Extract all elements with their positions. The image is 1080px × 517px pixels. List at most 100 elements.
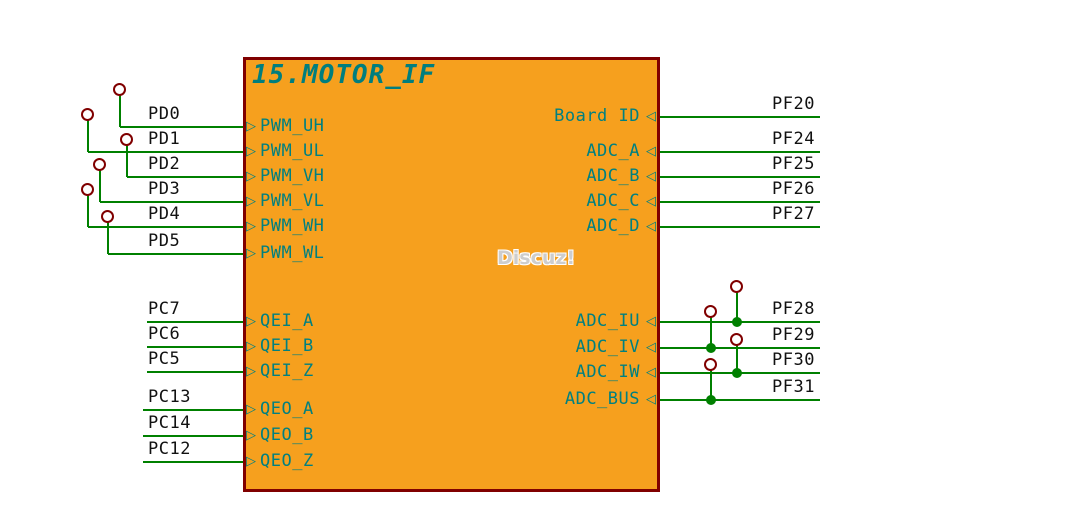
pin-label-adc-iv: ADC_IV [575, 337, 640, 357]
net-label-pf20: PF20 [772, 94, 815, 114]
wire-pc13 [143, 409, 243, 411]
pin-label-adc-b: ADC_B [586, 166, 640, 186]
junction-dot [732, 317, 742, 327]
net-label-pc5: PC5 [148, 349, 181, 369]
pin-label-pwm-wh: PWM_WH [260, 216, 325, 236]
pin-triangle-icon: ◁ [646, 169, 656, 184]
wire-pc6 [147, 346, 243, 348]
connector-circle-pd5 [101, 210, 114, 223]
net-label-pd3: PD3 [148, 179, 181, 199]
wire-pc5 [147, 371, 243, 373]
pin-triangle-icon: ▷ [246, 144, 256, 159]
net-label-pf29: PF29 [772, 325, 815, 345]
stub-wire-pd5 [107, 217, 109, 254]
net-label-pc12: PC12 [148, 439, 191, 459]
net-label-pf25: PF25 [772, 154, 815, 174]
junction-dot [732, 368, 742, 378]
pin-label-qeo-z: QEO_Z [260, 451, 314, 471]
stub-wire-pd0 [119, 90, 121, 127]
connector-circle [704, 358, 717, 371]
pin-triangle-icon: ▷ [246, 402, 256, 417]
connector-circle-pd0 [113, 83, 126, 96]
pin-triangle-icon: ▷ [246, 339, 256, 354]
pin-triangle-icon: ▷ [246, 428, 256, 443]
connector-circle [730, 333, 743, 346]
wire-pf20 [660, 116, 820, 118]
watermark: Discuz! [497, 247, 576, 269]
wire-pd0 [120, 126, 243, 128]
pin-label-adc-c: ADC_C [586, 191, 640, 211]
net-label-pc13: PC13 [148, 387, 191, 407]
net-label-pc6: PC6 [148, 324, 181, 344]
wire-pf24 [660, 151, 820, 153]
net-label-pf30: PF30 [772, 350, 815, 370]
pin-triangle-icon: ▷ [246, 119, 256, 134]
net-label-pd5: PD5 [148, 231, 181, 251]
pin-triangle-icon: ▷ [246, 246, 256, 261]
pin-label-adc-iw: ADC_IW [575, 362, 640, 382]
connector-circle [704, 305, 717, 318]
pin-label-pwm-vl: PWM_VL [260, 191, 325, 211]
net-label-pd2: PD2 [148, 154, 181, 174]
stub-wire-pd3 [99, 165, 101, 202]
net-label-pf28: PF28 [772, 299, 815, 319]
pin-label-adc-iu: ADC_IU [575, 311, 640, 331]
tap-wire [710, 365, 712, 400]
pin-label-qei-z: QEI_Z [260, 361, 314, 381]
pin-label-pwm-vh: PWM_VH [260, 166, 325, 186]
pin-label-adc-a: ADC_A [586, 141, 640, 161]
pin-triangle-icon: ◁ [646, 109, 656, 124]
pin-triangle-icon: ▷ [246, 314, 256, 329]
net-label-pf31: PF31 [772, 377, 815, 397]
pin-label-adc-d: ADC_D [586, 216, 640, 236]
wire-pf31 [660, 399, 820, 401]
stub-wire-pd2 [126, 140, 128, 177]
wire-pf29 [660, 347, 820, 349]
pin-label-adc-bus: ADC_BUS [564, 389, 640, 409]
component-title: 15.MOTOR_IF [252, 60, 436, 90]
wire-pf25 [660, 176, 820, 178]
wire-pd1 [88, 151, 243, 153]
pin-triangle-icon: ▷ [246, 219, 256, 234]
wire-pf27 [660, 226, 820, 228]
stub-wire-pd1 [87, 115, 89, 152]
component-body [243, 57, 660, 492]
net-label-pd0: PD0 [148, 104, 181, 124]
junction-dot [706, 395, 716, 405]
stub-wire-pd4 [87, 190, 89, 227]
wire-pd5 [108, 253, 243, 255]
pin-label-qei-b: QEI_B [260, 336, 314, 356]
pin-triangle-icon: ◁ [646, 340, 656, 355]
pin-label-board-id: Board ID [554, 106, 640, 126]
pin-triangle-icon: ▷ [246, 194, 256, 209]
net-label-pc7: PC7 [148, 299, 181, 319]
connector-circle-pd3 [93, 158, 106, 171]
tap-wire [736, 287, 738, 322]
pin-label-qei-a: QEI_A [260, 311, 314, 331]
pin-triangle-icon: ◁ [646, 314, 656, 329]
net-label-pd4: PD4 [148, 204, 181, 224]
pin-triangle-icon: ◁ [646, 194, 656, 209]
wire-pc14 [143, 435, 243, 437]
wire-pc12 [143, 461, 243, 463]
net-label-pf24: PF24 [772, 129, 815, 149]
net-label-pd1: PD1 [148, 129, 181, 149]
connector-circle [730, 280, 743, 293]
wire-pd3 [100, 201, 243, 203]
pin-triangle-icon: ▷ [246, 454, 256, 469]
net-label-pf27: PF27 [772, 204, 815, 224]
tap-wire [710, 312, 712, 348]
connector-circle-pd1 [81, 108, 94, 121]
wire-pf26 [660, 201, 820, 203]
net-label-pc14: PC14 [148, 413, 191, 433]
pin-label-pwm-ul: PWM_UL [260, 141, 325, 161]
wire-pd4 [88, 226, 243, 228]
wire-pc7 [147, 321, 243, 323]
tap-wire [736, 340, 738, 373]
connector-circle-pd2 [120, 133, 133, 146]
wire-pd2 [127, 176, 243, 178]
pin-triangle-icon: ▷ [246, 364, 256, 379]
pin-triangle-icon: ◁ [646, 392, 656, 407]
pin-label-pwm-wl: PWM_WL [260, 243, 325, 263]
